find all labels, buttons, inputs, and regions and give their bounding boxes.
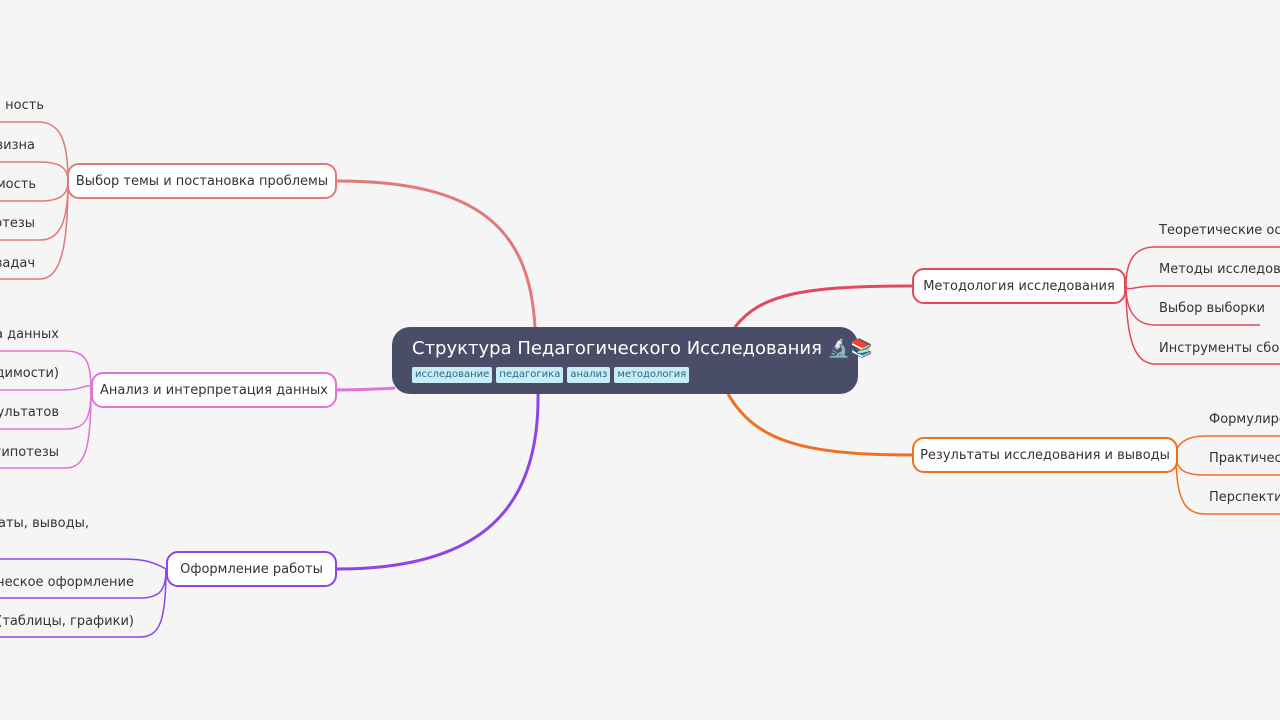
leaf-formatting-3[interactable]: в (таблицы, графики) xyxy=(0,614,134,629)
leaf-topic-5[interactable]: задач xyxy=(0,256,35,271)
leaf-results-1[interactable]: Формулиро xyxy=(1209,412,1280,427)
leaf-methodology-2[interactable]: Методы исследован xyxy=(1159,262,1280,277)
tag-list: исследование педагогика анализ методолог… xyxy=(412,367,838,383)
leaf-formatting-1[interactable]: таты, выводы, xyxy=(0,516,89,531)
tag-research[interactable]: исследование xyxy=(412,367,493,383)
central-topic-node[interactable]: Структура Педагогического Исследования 🔬… xyxy=(392,327,873,394)
leaf-methodology-4[interactable]: Инструменты сбора xyxy=(1159,341,1280,356)
branch-topic-node[interactable]: Выбор темы и постановка проблемы xyxy=(67,163,337,199)
tag-methodology[interactable]: методология xyxy=(614,367,690,383)
connector-methodology xyxy=(733,284,913,328)
connector-formatting xyxy=(336,391,540,571)
branch-formatting-node[interactable]: Оформление работы xyxy=(166,551,337,587)
leaf-topic-4[interactable]: отезы xyxy=(0,216,35,231)
leaf-topic-2[interactable]: визна xyxy=(0,138,35,153)
branch-methodology-node[interactable]: Методология исследования xyxy=(912,268,1126,304)
connector-analysis xyxy=(336,386,396,392)
leaf-analysis-1[interactable]: ка данных xyxy=(0,327,59,342)
leaf-formatting-2[interactable]: ическое оформление xyxy=(0,575,134,590)
leaf-topic-3[interactable]: мость xyxy=(0,177,36,192)
leaf-analysis-3[interactable]: ультатов xyxy=(0,405,59,420)
leaf-methodology-1[interactable]: Теоретические осно xyxy=(1159,223,1280,238)
central-topic-title: Структура Педагогического Исследования 🔬… xyxy=(412,338,873,359)
leaf-methodology-3[interactable]: Выбор выборки xyxy=(1159,301,1265,316)
tag-analysis[interactable]: анализ xyxy=(567,367,611,383)
connector-results xyxy=(726,393,913,457)
leaf-results-2[interactable]: Практическ xyxy=(1209,451,1280,466)
branch-results-node[interactable]: Результаты исследования и выводы xyxy=(912,437,1178,473)
tag-pedagogy[interactable]: педагогика xyxy=(496,367,564,383)
branch-analysis-node[interactable]: Анализ и интерпретация данных xyxy=(91,372,337,408)
leaf-analysis-2[interactable]: димости) xyxy=(0,366,59,381)
connector-topic xyxy=(336,179,537,329)
leaf-topic-1[interactable]: ность xyxy=(5,98,44,113)
leaf-analysis-4[interactable]: гипотезы xyxy=(0,445,59,460)
leaf-results-3[interactable]: Перспектив xyxy=(1209,490,1280,505)
